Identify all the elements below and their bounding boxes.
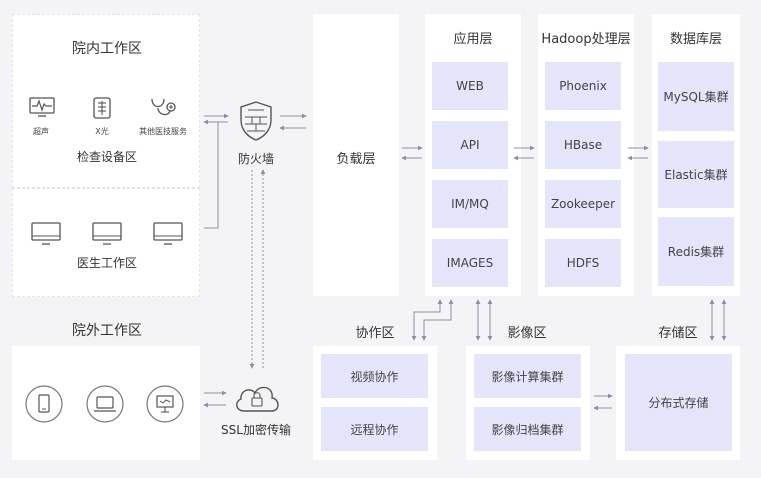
- collab-item-remote: 远程协作: [321, 407, 428, 451]
- hadoop-item-phoenix: Phoenix: [545, 62, 621, 110]
- storage-title: 存储区: [658, 326, 698, 341]
- collab-title: 协作区: [355, 326, 395, 341]
- db-item-elastic: Elastic集群: [658, 141, 734, 208]
- stethoscope-icon: [151, 98, 176, 116]
- imaging-title: 影像区: [507, 326, 547, 341]
- laptop-icon: [86, 385, 124, 423]
- hospital-external-panel: [12, 346, 200, 460]
- imaging-item-archive: 影像归档集群: [474, 407, 581, 451]
- app-item-images: IMAGES: [432, 239, 508, 287]
- projector-icon: [146, 385, 184, 423]
- device-label-other: 其他医技服务: [139, 127, 187, 136]
- firewall-shield-icon: [240, 101, 272, 141]
- tablet-icon: [25, 385, 63, 423]
- hospital-internal-panel: [12, 14, 200, 188]
- monitor-icon: [31, 222, 61, 245]
- load-layer-panel: [313, 14, 399, 296]
- hospital-external-title: 院外工作区: [72, 323, 142, 339]
- imaging-item-compute: 影像计算集群: [474, 354, 581, 398]
- monitor-icon: [92, 222, 122, 245]
- monitor-icon: [153, 222, 183, 245]
- hadoop-item-hdfs: HDFS: [545, 239, 621, 287]
- device-label-xray: X光: [95, 127, 109, 136]
- exam-equipment-label: 检查设备区: [76, 150, 138, 164]
- app-item-api: API: [432, 121, 508, 169]
- app-layer-title: 应用层: [453, 32, 493, 47]
- doctor-area-panel: [12, 188, 200, 297]
- xray-device-icon: [93, 97, 111, 119]
- ultrasound-monitor-icon: [29, 97, 55, 117]
- device-label-ultrasound: 超声: [33, 127, 49, 136]
- db-item-mysql: MySQL集群: [658, 62, 734, 131]
- collab-item-video: 视频协作: [321, 354, 428, 398]
- ssl-label: SSL加密传输: [221, 423, 291, 437]
- hadoop-item-zookeeper: Zookeeper: [545, 180, 621, 228]
- app-item-web: WEB: [432, 62, 508, 110]
- doctor-area-label: 医生工作区: [76, 256, 138, 270]
- firewall-label: 防火墙: [237, 152, 275, 166]
- cloud-lock-icon: [236, 386, 279, 412]
- app-item-im-mq: IM/MQ: [432, 180, 508, 228]
- load-layer-label: 负载层: [336, 152, 376, 167]
- hospital-internal-title: 院内工作区: [72, 41, 142, 57]
- db-layer-title: 数据库层: [669, 32, 723, 47]
- db-item-redis: Redis集群: [658, 217, 734, 286]
- storage-item-distributed: 分布式存储: [625, 354, 732, 451]
- hadoop-item-hbase: HBase: [545, 121, 621, 169]
- hadoop-layer-title: Hadoop处理层: [541, 32, 631, 47]
